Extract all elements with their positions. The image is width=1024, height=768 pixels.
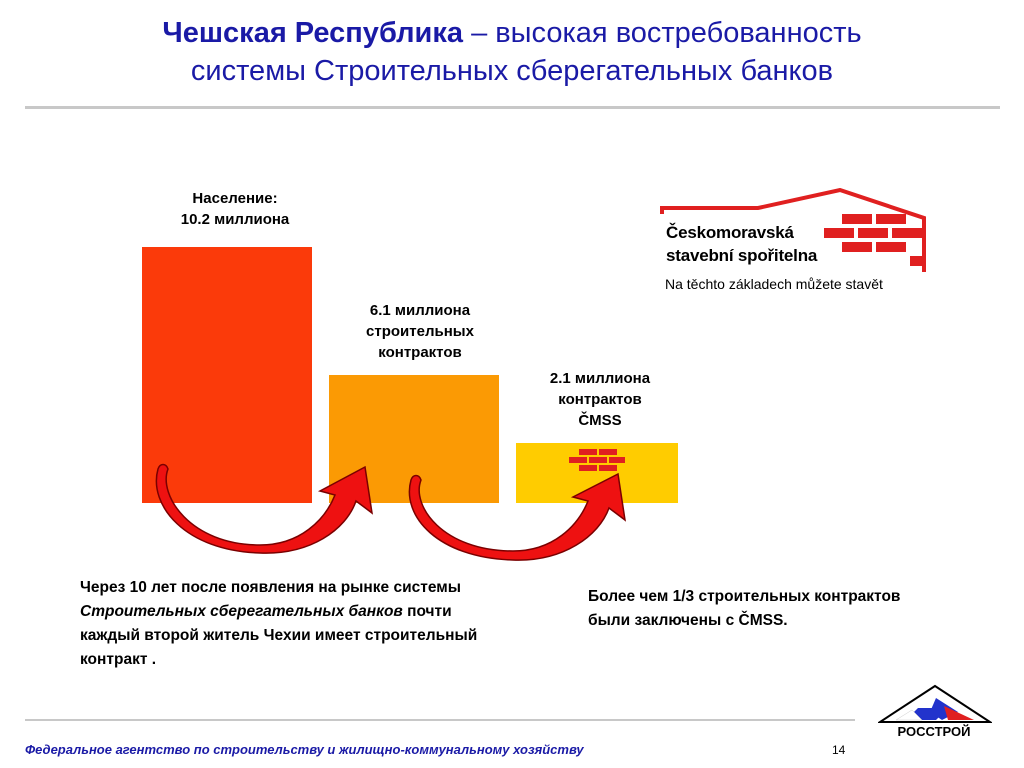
rosstroy-logo-text: РОССТРОЙ	[897, 724, 971, 739]
title-second-line: системы Строительных сберегательных банк…	[190, 55, 834, 87]
page-number: 14	[832, 743, 846, 757]
right-caption: Более чем 1/3 строительных контрактов бы…	[588, 588, 901, 629]
cmss-logo-slogan: Na těchto základech můžete stavět	[665, 276, 883, 292]
curved-arrow-icon	[155, 463, 374, 554]
population-label: Население: 10.2 миллиона	[180, 190, 290, 228]
title-rest-part: – высокая востребованность	[463, 17, 862, 49]
footer-agency-name: Федеральное агентство по строительству и…	[25, 742, 584, 757]
top-divider	[25, 106, 1000, 109]
brick-wall-icon	[824, 214, 922, 266]
cmss-logo-name: Českomoravská stavební spořitelna	[666, 223, 818, 265]
house-outline-icon	[660, 188, 926, 272]
cmss-label: 2.1 миллиона контрактов ČMSS	[549, 370, 651, 429]
title-bold-part: Чешская Республика	[162, 17, 464, 49]
population-bar	[142, 247, 312, 503]
curved-arrow-icon	[408, 472, 627, 561]
bottom-divider	[25, 719, 855, 721]
rosstroy-logo: РОССТРОЙ	[878, 684, 992, 748]
contracts-label: 6.1 миллиона строительных контрактов	[366, 302, 474, 361]
left-caption: Через 10 лет после появления на рынке си…	[80, 579, 478, 668]
cmss-logo: Českomoravská stavební spořitelna Na těc…	[658, 188, 928, 298]
slide-title: Чешская Республика – высокая востребован…	[20, 14, 1004, 90]
rosstroy-roof-icon	[878, 684, 992, 723]
